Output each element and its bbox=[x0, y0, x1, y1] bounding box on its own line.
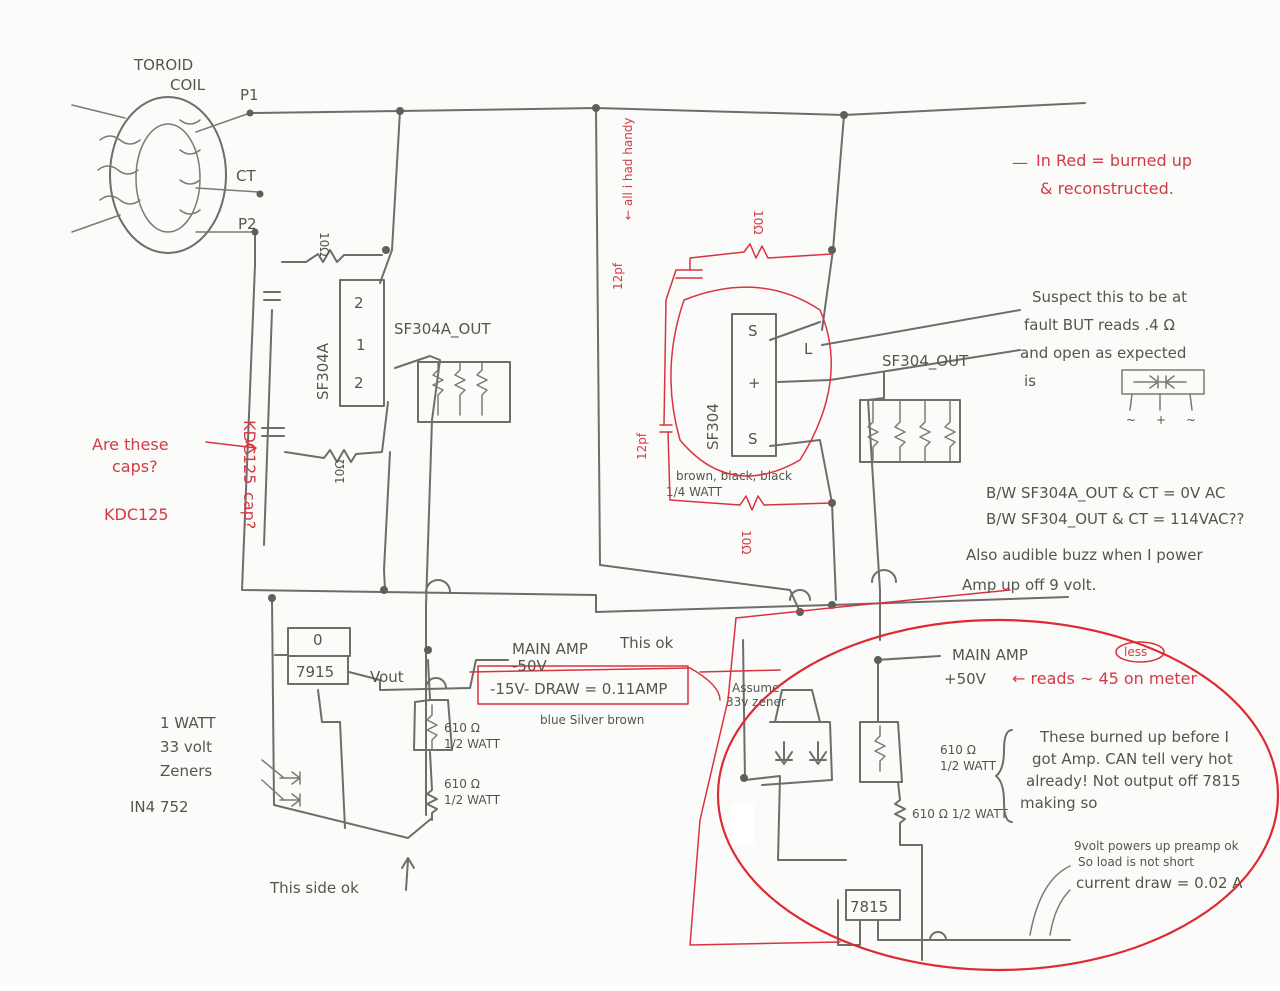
left-r-bottom: 10Ω bbox=[333, 460, 347, 484]
positive-rail: 7815 MAIN AMP +50V ← reads ~ 45 on meter… bbox=[726, 641, 1243, 936]
pos-assume-2: 33v zener bbox=[726, 695, 786, 709]
neg-r1-value: 610 Ω bbox=[444, 721, 480, 735]
zener-part: IN4 752 bbox=[130, 798, 189, 816]
neg-main-amp-voltage: -50V bbox=[512, 657, 547, 675]
left-rect-pin-1: 2 bbox=[354, 294, 364, 312]
right-rect-pin-2: + bbox=[748, 374, 761, 392]
neg-draw: -15V- DRAW = 0.11AMP bbox=[490, 680, 667, 698]
buzz-line-2: Amp up off 9 volt. bbox=[962, 576, 1096, 594]
right-rectifier: S + S L SF304 SF304_OUT brown, black, bl… bbox=[666, 313, 969, 499]
nine-volt-note-3: current draw = 0.02 A bbox=[1076, 874, 1243, 892]
neg-reg-pin: 0 bbox=[313, 631, 323, 649]
bridge-mark-2: + bbox=[1156, 413, 1166, 427]
right-cap-side: 12pf bbox=[635, 432, 649, 460]
nine-volt-note-2: So load is not short bbox=[1078, 855, 1194, 869]
suspect-line-4: is bbox=[1024, 372, 1036, 390]
legend-line-1: In Red = burned up bbox=[1036, 151, 1192, 170]
measurement-2: B/W SF304_OUT & CT = 114VAC?? bbox=[986, 510, 1244, 529]
caps-answer: KDC125 bbox=[104, 505, 169, 524]
left-cap-question: cap? bbox=[240, 492, 259, 529]
wiring bbox=[241, 102, 1086, 961]
burned-note-2: got Amp. CAN tell very hot bbox=[1032, 750, 1233, 768]
pos-main-amp: MAIN AMP bbox=[952, 646, 1028, 664]
left-rect-pin-2: 1 bbox=[356, 336, 366, 354]
burned-note-4: making so bbox=[1020, 794, 1097, 812]
p1-label: P1 bbox=[240, 86, 259, 104]
right-rect-pin-4: L bbox=[804, 340, 813, 358]
left-out-label: SF304A_OUT bbox=[394, 320, 491, 339]
neg-r2-value: 610 Ω bbox=[444, 777, 480, 791]
caps-question: Are these caps? KDC125 bbox=[92, 435, 257, 524]
neg-main-amp: MAIN AMP bbox=[512, 640, 588, 658]
legend-note: — In Red = burned up & reconstructed. bbox=[1012, 151, 1192, 198]
pos-reads: ← reads ~ 45 on meter bbox=[1012, 669, 1197, 688]
pos-assume-1: Assume bbox=[732, 681, 779, 695]
right-r-bottom: 10Ω bbox=[739, 530, 753, 554]
right-rect-pin-1: S bbox=[748, 322, 758, 340]
burned-note-1: These burned up before I bbox=[1039, 728, 1229, 746]
pos-r2-value: 610 Ω 1/2 WATT bbox=[912, 807, 1008, 821]
legend-dash: — bbox=[1012, 153, 1028, 172]
left-r-top: 10Ω bbox=[317, 232, 331, 256]
suspect-note: Suspect this to be at fault BUT reads .4… bbox=[1020, 288, 1205, 427]
toroid-label-top: TOROID bbox=[133, 56, 193, 74]
measurement-1: B/W SF304A_OUT & CT = 0V AC bbox=[986, 484, 1225, 503]
negative-rail: 0 7915 Vout MAIN AMP -50V This ok -15V- … bbox=[130, 631, 674, 897]
pos-r1-watt: 1/2 WATT bbox=[940, 759, 997, 773]
neg-regulator: 7915 bbox=[296, 663, 334, 681]
pos-regulator: 7815 bbox=[850, 898, 888, 916]
suspect-line-2: fault BUT reads .4 Ω bbox=[1024, 316, 1175, 334]
toroid-coil: TOROID COIL P1 CT P2 bbox=[71, 56, 264, 254]
neg-vout: Vout bbox=[370, 668, 404, 686]
zener-label-2: 33 volt bbox=[160, 738, 212, 756]
caps-question-2: caps? bbox=[112, 457, 158, 476]
neg-colors: blue Silver brown bbox=[540, 713, 644, 727]
suspect-line-3: and open as expected bbox=[1020, 344, 1186, 362]
right-rect-name: SF304 bbox=[704, 403, 722, 450]
nine-volt-note-1: 9volt powers up preamp ok bbox=[1074, 839, 1239, 853]
resistor-note-1: brown, black, black bbox=[676, 469, 792, 483]
left-rectifier: 2 1 2 SF304A SF304A_OUT 10Ω 10Ω KDC125 c… bbox=[240, 232, 491, 529]
right-cap-top: 12pf bbox=[611, 262, 625, 290]
neg-r1-watt: 1/2 WATT bbox=[444, 737, 501, 751]
ct-label: CT bbox=[236, 167, 256, 185]
side-ok: This side ok bbox=[269, 879, 359, 897]
legend-line-2: & reconstructed. bbox=[1040, 179, 1174, 198]
pos-r1-value: 610 Ω bbox=[940, 743, 976, 757]
zener-label-3: Zeners bbox=[160, 762, 212, 780]
measurement-notes: B/W SF304A_OUT & CT = 0V AC B/W SF304_OU… bbox=[962, 484, 1244, 594]
zener-label-1: 1 WATT bbox=[160, 714, 216, 732]
bridge-symbol bbox=[1121, 369, 1205, 395]
suspect-line-1: Suspect this to be at bbox=[1032, 288, 1187, 306]
right-r-top: 10Ω bbox=[751, 210, 765, 234]
p2-label: P2 bbox=[238, 215, 257, 233]
resistor-note-2: 1/4 WATT bbox=[666, 485, 723, 499]
right-cap-note: ← all i had handy bbox=[621, 117, 635, 220]
pos-main-amp-voltage: +50V bbox=[944, 670, 987, 688]
burned-note-3: already! Not output off 7815 bbox=[1026, 772, 1241, 790]
pos-less: less bbox=[1124, 645, 1147, 659]
caps-question-1: Are these bbox=[92, 435, 169, 454]
reconstructed-parts: 12pf ← all i had handy 12pf 10Ω 10Ω bbox=[469, 117, 1011, 946]
left-rect-pin-3: 2 bbox=[354, 374, 364, 392]
toroid-label-bottom: COIL bbox=[170, 76, 206, 94]
neg-r2-watt: 1/2 WATT bbox=[444, 793, 501, 807]
neg-this-ok: This ok bbox=[619, 634, 674, 652]
burned-area-circle bbox=[716, 618, 1280, 972]
right-out-label: SF304_OUT bbox=[882, 352, 969, 371]
buzz-line-1: Also audible buzz when I power bbox=[966, 546, 1203, 564]
right-rect-pin-3: S bbox=[748, 430, 758, 448]
left-rect-name: SF304A bbox=[314, 342, 332, 400]
bridge-mark-3: ~ bbox=[1186, 413, 1196, 427]
bridge-mark-1: ~ bbox=[1126, 413, 1136, 427]
